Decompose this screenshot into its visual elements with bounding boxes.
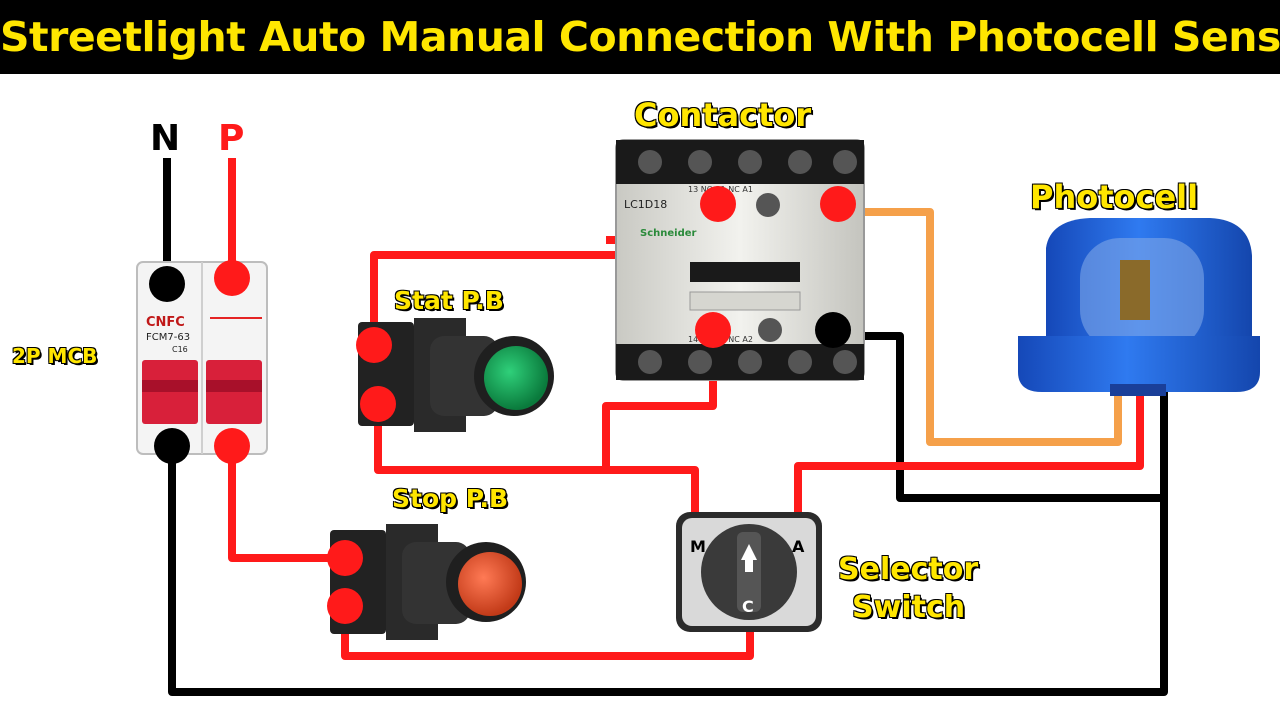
neutral-return-wire [168, 392, 1168, 696]
start-push-button [356, 318, 554, 432]
start-to-m-wire [374, 404, 699, 520]
selector-label-2: Switch [851, 589, 966, 626]
title-bar [0, 0, 1280, 74]
contactor-brand: Schneider [640, 228, 697, 239]
page-title: Streetlight Auto Manual Connection With … [0, 13, 1280, 61]
mcb-rating: C16 [172, 345, 188, 354]
selector-a-label: A [792, 537, 805, 556]
mcb-model: FCM7-63 [146, 332, 190, 343]
contactor-model: LC1D18 [624, 198, 667, 211]
selector-c-label: C [742, 597, 754, 616]
neutral-to-a2-wire [845, 332, 1164, 502]
photocell-sensor [1018, 218, 1260, 396]
contactor: LC1D18 Schneider 13 NO 21 NC A1 14 NO 22… [615, 139, 865, 381]
selector-m-label: M [690, 537, 706, 556]
photocell-label: Photocell [1029, 177, 1199, 217]
selector-switch: M A C [676, 512, 822, 632]
mcb-breaker: CNFC FCM7-63 C16 [136, 260, 268, 464]
photocell-load-wire [846, 208, 1122, 446]
stop-pb-label: Stop P.B [391, 483, 509, 514]
mcb-label: 2P MCB [11, 343, 98, 369]
auto-to-photocell-wire [794, 392, 1144, 520]
phase-label: P [218, 118, 245, 159]
contactor-label: Contactor [633, 95, 812, 135]
phase-to-stop-wire [228, 450, 345, 562]
stop-push-button [327, 524, 526, 640]
neutral-label: N [150, 118, 181, 159]
mcb-brand: CNFC [146, 315, 185, 330]
selector-label: Selector [837, 551, 979, 588]
start-pb-label: Stat P.B [393, 285, 504, 316]
